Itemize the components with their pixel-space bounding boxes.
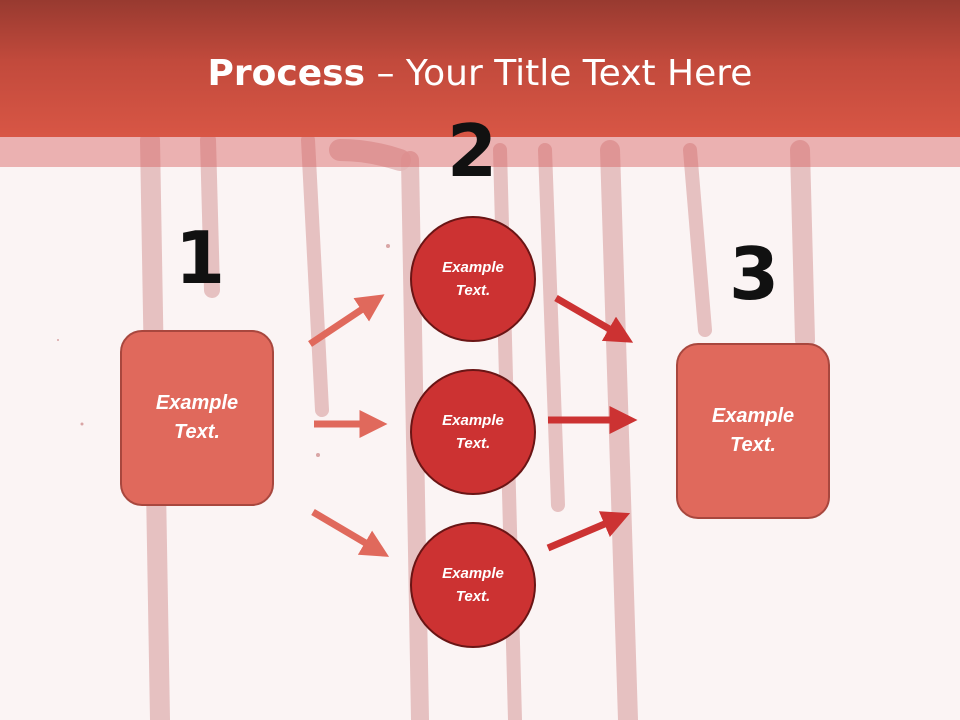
title-bar-band (0, 137, 960, 167)
step-2-circle-top: Example Text. (410, 216, 536, 342)
step-number-3: 3 (728, 232, 780, 316)
title-bar (0, 0, 960, 137)
arrow-left-to-top (308, 294, 385, 347)
step-number-2: 2 (446, 109, 498, 193)
arrow-bottom-to-right (546, 511, 631, 552)
slide-title: Process – Your Title Text Here (0, 52, 960, 96)
title-bold: Process (207, 53, 366, 94)
step-2-circle-middle: Example Text. (410, 369, 536, 495)
circle-top-text: Example Text. (442, 259, 504, 299)
step-number-1: 1 (174, 216, 226, 300)
step-1-text: Example Text. (155, 392, 239, 443)
arrow-top-to-right (554, 294, 634, 343)
arrow-left-to-bottom (311, 508, 390, 557)
step-3-text: Example Text. (711, 405, 795, 456)
title-rest: – Your Title Text Here (365, 53, 753, 94)
circle-bottom-text: Example Text. (442, 565, 504, 605)
circle-middle-text: Example Text. (442, 412, 504, 452)
step-3-box: Example Text. (676, 343, 830, 519)
step-2-circle-bottom: Example Text. (410, 522, 536, 648)
step-1-box: Example Text. (120, 330, 274, 506)
